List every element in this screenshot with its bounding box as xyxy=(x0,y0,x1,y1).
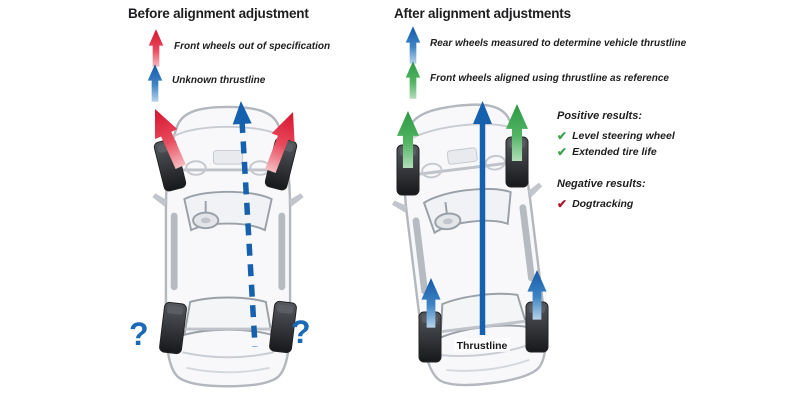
result-item-level-steering-wheel: ✔ Level steering wheel xyxy=(557,130,787,142)
left-question-mark: ? xyxy=(129,316,149,352)
results-block: Positive results: ✔ Level steering wheel… xyxy=(557,110,787,210)
positive-results-header: Positive results: xyxy=(557,110,642,122)
result-item-dogtracking: ✔ Dogtracking xyxy=(557,198,787,210)
thrustline-arrow xyxy=(473,101,492,335)
result-label: Extended tire life xyxy=(572,146,657,158)
legend-red-up-arrow-icon xyxy=(146,28,166,68)
legend-front-wheels-out-of-spec: Front wheels out of specification xyxy=(174,41,331,52)
green-check-icon: ✔ xyxy=(557,145,568,159)
after-car-diagram: Thrustline xyxy=(388,95,567,394)
green-check-icon: ✔ xyxy=(557,129,568,143)
result-item-extended-tire-life: ✔ Extended tire life xyxy=(557,146,787,158)
legend-rear-wheels-measured: Rear wheels measured to determine vehicl… xyxy=(430,38,687,49)
result-label: Level steering wheel xyxy=(572,130,675,142)
right-question-mark: ? xyxy=(291,314,311,350)
thrustline-label: Thrustline xyxy=(457,340,508,352)
legend-unknown-thrustline: Unknown thrustline xyxy=(172,75,266,86)
after-title: After alignment adjustments xyxy=(394,6,571,21)
legend-front-wheels-aligned: Front wheels aligned using thrustline as… xyxy=(430,73,669,84)
before-title: Before alignment adjustment xyxy=(128,6,309,21)
unknown-thrustline-dashed-arrow xyxy=(232,101,258,347)
thrustline-label-bg xyxy=(454,338,510,352)
red-check-icon: ✔ xyxy=(557,197,568,211)
legend-blue-up-arrow-icon xyxy=(403,25,423,65)
legend-green-up-arrow-icon xyxy=(403,60,423,100)
before-car-diagram: ? ? xyxy=(129,101,311,388)
negative-results-header: Negative results: xyxy=(557,178,646,190)
result-label: Dogtracking xyxy=(572,198,634,210)
